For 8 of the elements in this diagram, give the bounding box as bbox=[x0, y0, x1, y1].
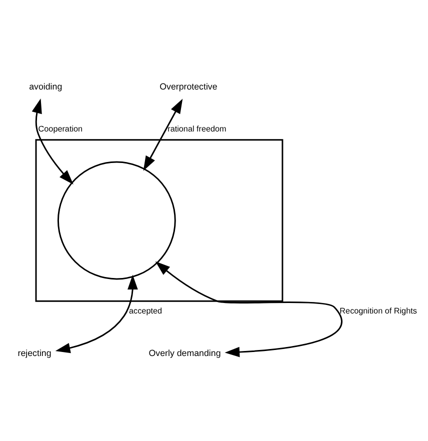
edge-label: rational freedom bbox=[168, 124, 226, 134]
edge-label: accepted bbox=[129, 306, 162, 316]
edge-label: Recognition of Rights bbox=[340, 306, 417, 316]
node-text: avoiding bbox=[29, 82, 62, 92]
edge-label: Cooperation bbox=[38, 124, 83, 134]
node-text: rejecting bbox=[18, 348, 52, 358]
node-text: Overly demanding bbox=[148, 348, 221, 358]
node-text: Overprotective bbox=[160, 82, 218, 92]
